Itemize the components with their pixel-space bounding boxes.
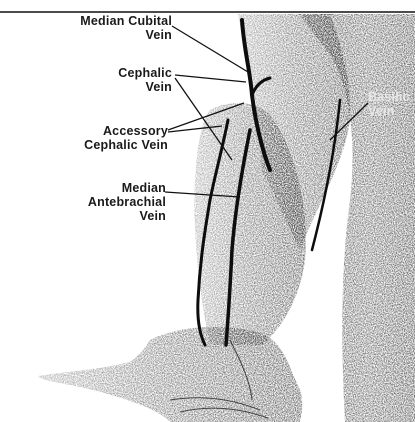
label-cephalic-vein: Cephalic Vein	[90, 66, 172, 94]
label-median-antebrachial-line2: Antebrachial	[70, 195, 166, 209]
label-basilic-vein: Basilic Vein	[368, 90, 415, 118]
leader-cephalic-1	[175, 75, 246, 82]
label-median-antebrachial-line1: Median	[70, 181, 166, 195]
label-median-cubital-line1: Median Cubital	[60, 14, 172, 28]
label-median-antebrachial-vein: Median Antebrachial Vein	[70, 181, 166, 223]
label-basilic-line1: Basilic	[368, 90, 415, 104]
label-median-cubital-line2: Vein	[60, 28, 172, 42]
label-basilic-line2: Vein	[368, 104, 415, 118]
label-accessory-line2: Cephalic Vein	[62, 138, 168, 152]
label-median-antebrachial-line3: Vein	[70, 209, 166, 223]
label-median-cubital-vein: Median Cubital Vein	[60, 14, 172, 42]
label-cephalic-line1: Cephalic	[90, 66, 172, 80]
label-accessory-cephalic-vein: Accessory Cephalic Vein	[62, 124, 168, 152]
label-cephalic-line2: Vein	[90, 80, 172, 94]
label-accessory-line1: Accessory	[62, 124, 168, 138]
hand-shape	[38, 327, 302, 422]
leader-median-cubital	[172, 26, 248, 72]
